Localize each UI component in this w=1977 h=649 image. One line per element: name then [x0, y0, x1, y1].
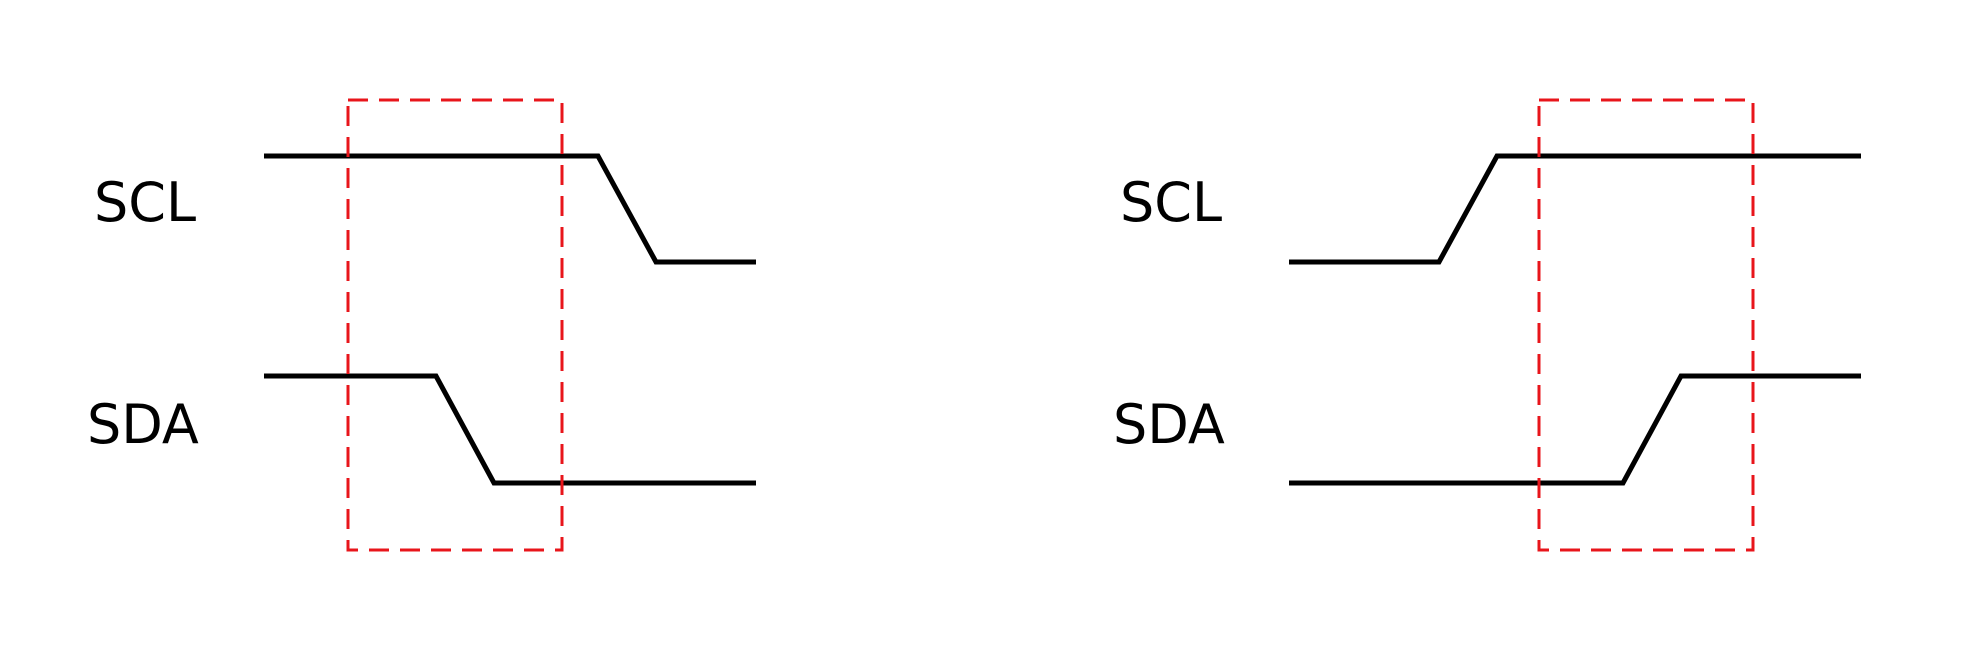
scl-waveform — [264, 153, 756, 265]
sda-label: SDA — [1113, 393, 1225, 456]
scl-label: SCL — [1120, 171, 1222, 234]
start-condition-panel: SCL SDA — [87, 98, 756, 552]
sda-waveform — [264, 373, 756, 486]
scl-label: SCL — [94, 171, 196, 234]
stop-condition-panel: SCL SDA — [1113, 98, 1861, 552]
sda-label: SDA — [87, 393, 199, 456]
sda-waveform — [1289, 373, 1861, 486]
start-condition-highlight-box — [346, 98, 564, 552]
scl-waveform — [1289, 153, 1861, 265]
stop-condition-highlight-box — [1537, 98, 1755, 552]
